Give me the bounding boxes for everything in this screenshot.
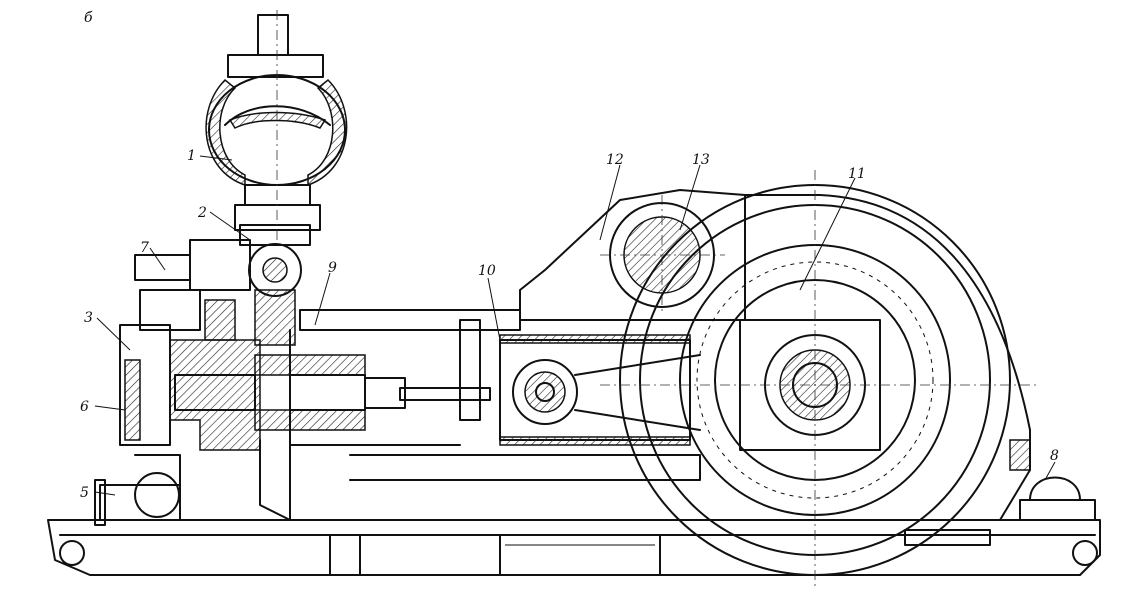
callout-13: 13 bbox=[692, 152, 710, 168]
base-skid bbox=[47, 519, 1101, 576]
discharge-valve bbox=[239, 224, 311, 346]
callout-10: 10 bbox=[478, 263, 496, 279]
callout-9: 9 bbox=[328, 260, 337, 276]
callout-12: 12 bbox=[606, 152, 624, 168]
callout-6: 6 bbox=[80, 399, 89, 415]
fluid-end bbox=[119, 239, 261, 451]
small-dome bbox=[1019, 476, 1096, 521]
crosshead bbox=[499, 334, 701, 446]
callout-3: 3 bbox=[84, 310, 93, 326]
callout-2: 2 bbox=[197, 205, 207, 221]
callout-8: 8 bbox=[1050, 448, 1059, 464]
leader-lines bbox=[94, 155, 1056, 496]
panel-letter: б bbox=[84, 10, 93, 26]
callout-7: 7 bbox=[140, 240, 149, 256]
callout-11: 11 bbox=[848, 166, 866, 182]
suction-manifold bbox=[94, 454, 181, 526]
callouts: 1 2 3 5 6 7 8 9 10 11 12 13 bbox=[80, 148, 1059, 501]
drive-wheel bbox=[600, 170, 1040, 590]
pneumatic-compensator bbox=[205, 10, 348, 240]
plunger-cylinder bbox=[254, 309, 701, 521]
gear-casing bbox=[904, 429, 1031, 546]
power-end-frame bbox=[519, 189, 1031, 431]
callout-5: 5 bbox=[80, 485, 89, 501]
callout-1: 1 bbox=[187, 148, 196, 164]
